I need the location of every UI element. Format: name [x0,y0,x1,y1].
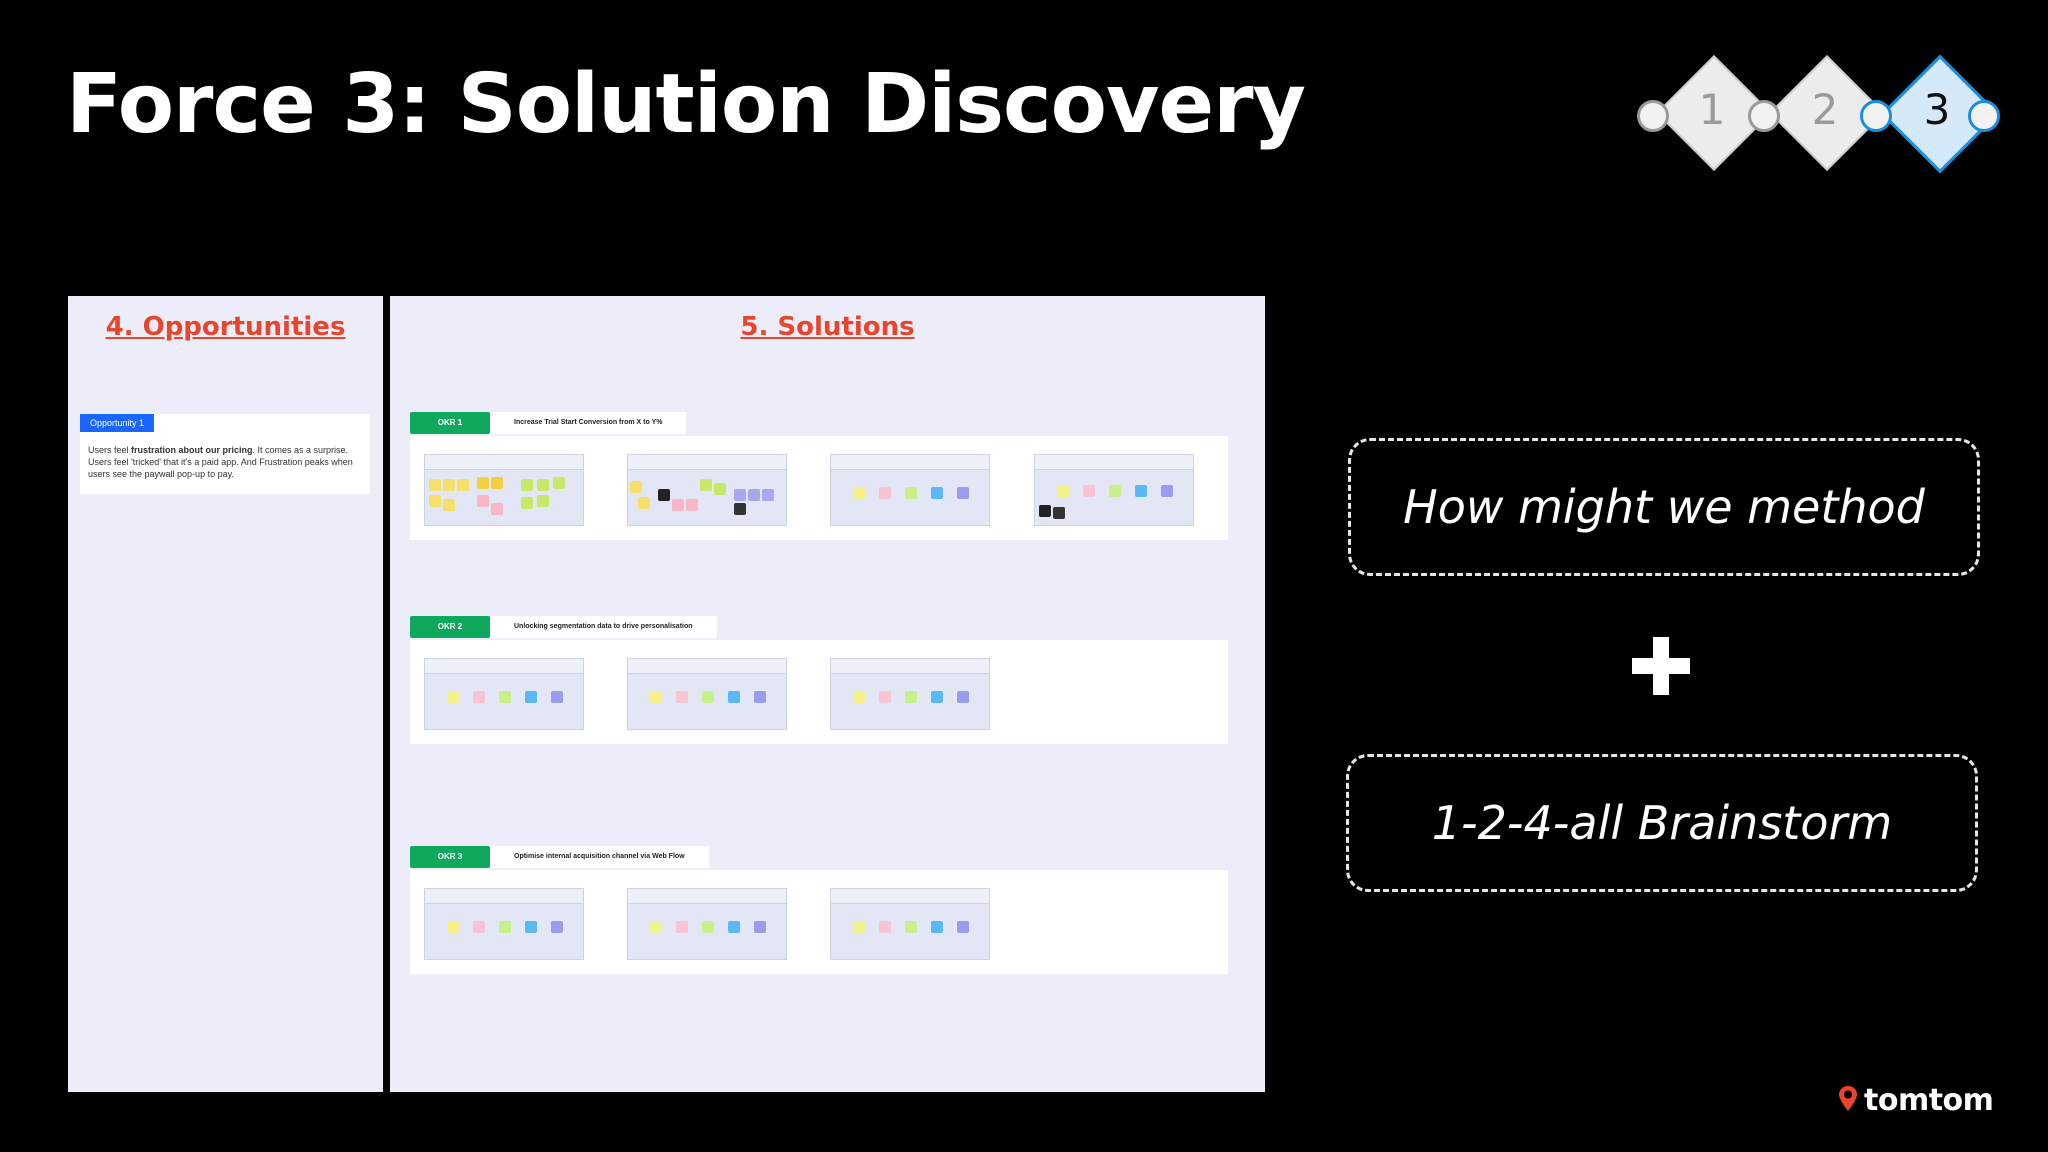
brainstorm-board-thumb [627,888,787,960]
brainstorm-board-thumb [627,454,787,526]
opportunities-heading: 4. Opportunities [105,312,346,342]
okr-title: Optimise internal acquisition channel vi… [490,846,709,868]
method-label: How might we method [1403,480,1925,534]
okr-tag: OKR 2 [410,616,490,638]
brainstorm-board-thumb [830,454,990,526]
step-connector-dot [1860,100,1892,132]
okr-title: Unlocking segmentation data to drive per… [490,616,717,638]
plus-icon [1632,637,1690,695]
okr-panel [410,640,1228,744]
okr-title: Increase Trial Start Conversion from X t… [490,412,687,434]
opportunity-card: Opportunity 1 Users feel frustration abo… [80,414,370,494]
brainstorm-board-thumb [1034,454,1194,526]
step-connector-dot [1637,100,1669,132]
opportunity-tag: Opportunity 1 [80,414,155,432]
logo-text: tomtom [1864,1082,1994,1118]
method-box-brainstorm: 1-2-4-all Brainstorm [1346,754,1978,892]
okr-tag: OKR 1 [410,412,490,434]
brainstorm-board-thumb [627,658,787,730]
slide-title: Force 3: Solution Discovery [66,57,1306,152]
step-indicator: 1 2 3 [1630,50,2010,175]
tomtom-logo: tomtom [1838,1080,1994,1120]
step-connector-dot [1748,100,1780,132]
step-label-1: 1 [1698,85,1726,134]
okr-tag: OKR 3 [410,846,490,868]
solutions-heading: 5. Solutions [740,312,915,342]
okr-panel [410,870,1228,974]
solutions-board: 5. Solutions OKR 1 Increase Trial Start … [390,296,1265,1092]
brainstorm-board-thumb [424,454,584,526]
step-label-2: 2 [1811,85,1839,134]
step-connector-dot [1968,100,2000,132]
brainstorm-board-thumb [424,888,584,960]
brainstorm-board-thumb [830,658,990,730]
method-label: 1-2-4-all Brainstorm [1431,796,1893,850]
method-box-hmw: How might we method [1348,438,1980,576]
brainstorm-board-thumb [830,888,990,960]
brainstorm-board-thumb [424,658,584,730]
opportunity-text: Users feel frustration about our pricing… [88,445,353,479]
location-pin-icon [1839,1086,1857,1111]
step-label-3: 3 [1923,85,1951,134]
okr-panel [410,436,1228,540]
opportunities-board: 4. Opportunities Opportunity 1 Users fee… [68,296,383,1092]
